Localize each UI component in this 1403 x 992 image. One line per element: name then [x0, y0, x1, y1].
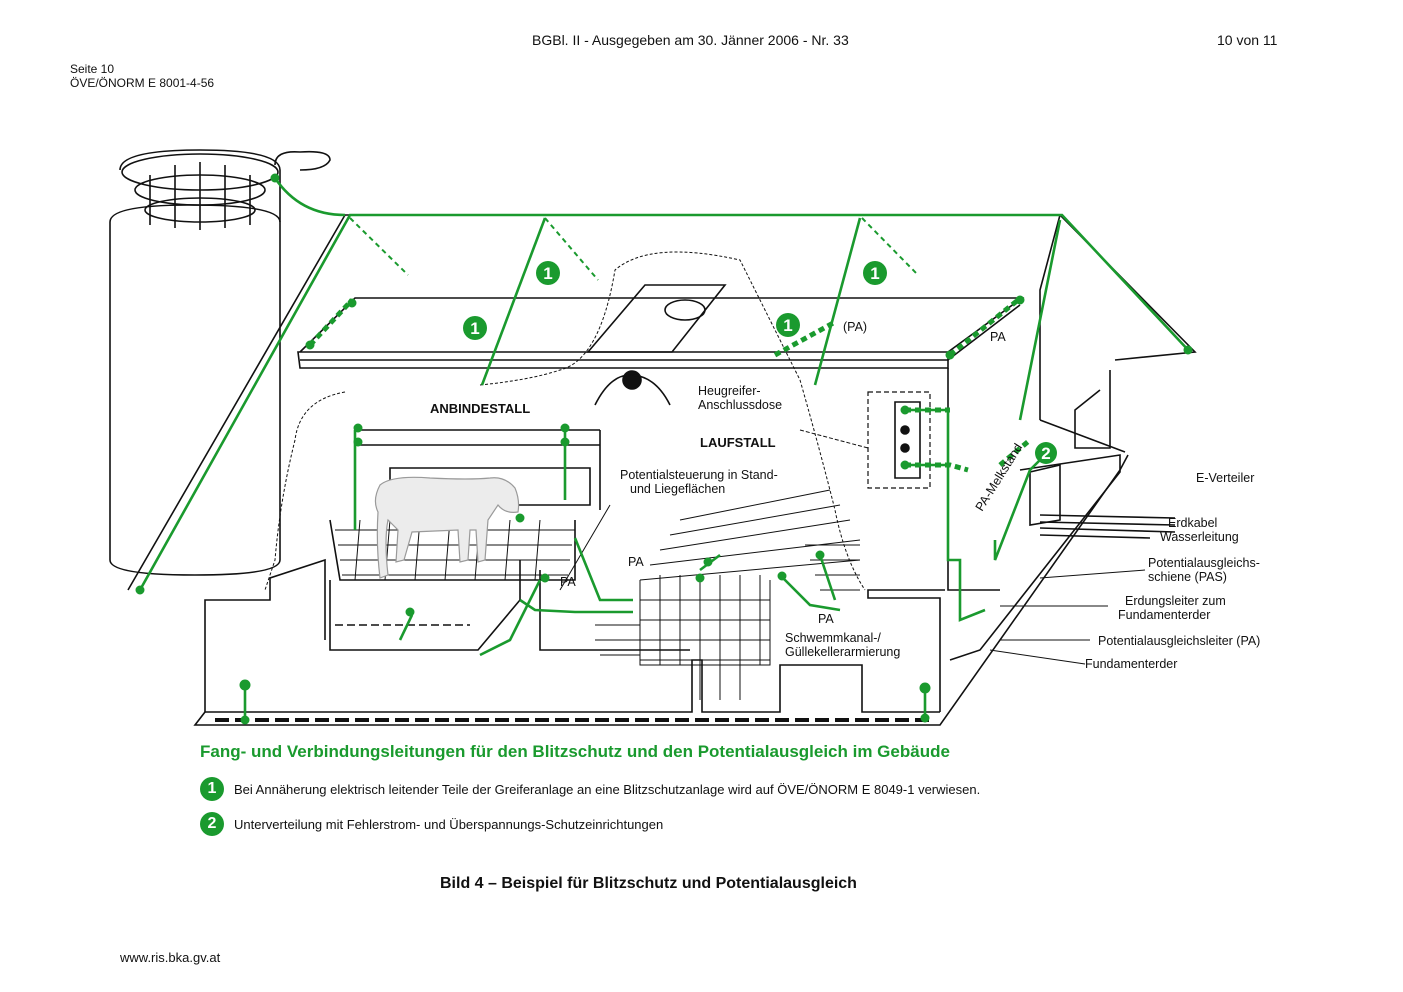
legend-text-1: Bei Annäherung elektrisch leitender Teil… — [234, 781, 981, 797]
label-pa-mid: PA — [628, 555, 644, 569]
green-conductors — [138, 177, 1191, 720]
label-anbindestall: ANBINDESTALL — [430, 401, 530, 416]
page-header-title: BGBl. II - Ausgegeben am 30. Jänner 2006… — [532, 32, 849, 48]
label-pas-1: Potentialausgleichs- — [1148, 556, 1260, 570]
page-number: 10 von 11 — [1217, 32, 1278, 48]
svg-text:1: 1 — [543, 264, 552, 283]
cow-icon — [374, 476, 520, 579]
label-heugreifer-1: Heugreifer- — [698, 384, 761, 398]
label-schwemm-2: Güllekellerarmierung — [785, 645, 900, 659]
label-laufstall: LAUFSTALL — [700, 435, 776, 450]
marker-2: 2 — [1035, 442, 1057, 464]
building-outline — [109, 149, 1197, 726]
marker-1-c: 1 — [863, 261, 887, 285]
label-pa-leiter: Potentialausgleichsleiter (PA) — [1098, 634, 1260, 648]
connection-points — [135, 173, 1193, 725]
figure-caption: Bild 4 – Beispiel für Blitzschutz und Po… — [440, 875, 857, 892]
label-pa-right: PA — [990, 330, 1006, 344]
label-fundamenterder: Fundamenterder — [1085, 657, 1177, 671]
svg-text:1: 1 — [470, 319, 479, 338]
svg-text:1: 1 — [783, 316, 792, 335]
marker-1-d: 1 — [776, 313, 800, 337]
label-schwemm-1: Schwemmkanal-/ — [785, 631, 881, 645]
label-erdkabel: Erdkabel — [1168, 516, 1217, 530]
silo — [109, 204, 281, 576]
legend-number-2: 2 — [200, 812, 224, 836]
standard-reference: ÖVE/ÖNORM E 8001-4-56 — [70, 76, 215, 90]
label-erdungsleiter-2: Fundamenterder — [1118, 608, 1210, 622]
legend-item-2: 2 Unterverteilung mit Fehlerstrom- und Ü… — [200, 812, 663, 836]
label-pas-2: schiene (PAS) — [1148, 570, 1227, 584]
label-pa-bottom: PA — [818, 612, 834, 626]
figure-legend-title: Fang- und Verbindungsleitungen für den B… — [200, 742, 950, 761]
label-wasserleitung: Wasserleitung — [1160, 530, 1239, 544]
label-potential-1: Potentialsteuerung in Stand- — [620, 468, 778, 482]
label-erdungsleiter-1: Erdungsleiter zum — [1125, 594, 1226, 608]
legend-text-2: Unterverteilung mit Fehlerstrom- und Übe… — [234, 816, 664, 832]
label-pa-left: PA — [560, 575, 576, 589]
label-potential-2: und Liegeflächen — [630, 482, 725, 496]
label-pa-top: (PA) — [843, 320, 867, 334]
svg-text:2: 2 — [1041, 444, 1050, 463]
label-heugreifer-2: Anschlussdose — [698, 398, 782, 412]
label-e-verteiler: E-Verteiler — [1196, 471, 1254, 485]
page-label: Seite 10 — [70, 62, 115, 76]
legend-number-1: 1 — [200, 777, 224, 801]
legend-item-1: 1 Bei Annäherung elektrisch leitender Te… — [200, 777, 980, 801]
svg-text:1: 1 — [870, 264, 879, 283]
marker-1-a: 1 — [536, 261, 560, 285]
marker-1-b: 1 — [463, 316, 487, 340]
footer-url[interactable]: www.ris.bka.gv.at — [120, 950, 221, 965]
